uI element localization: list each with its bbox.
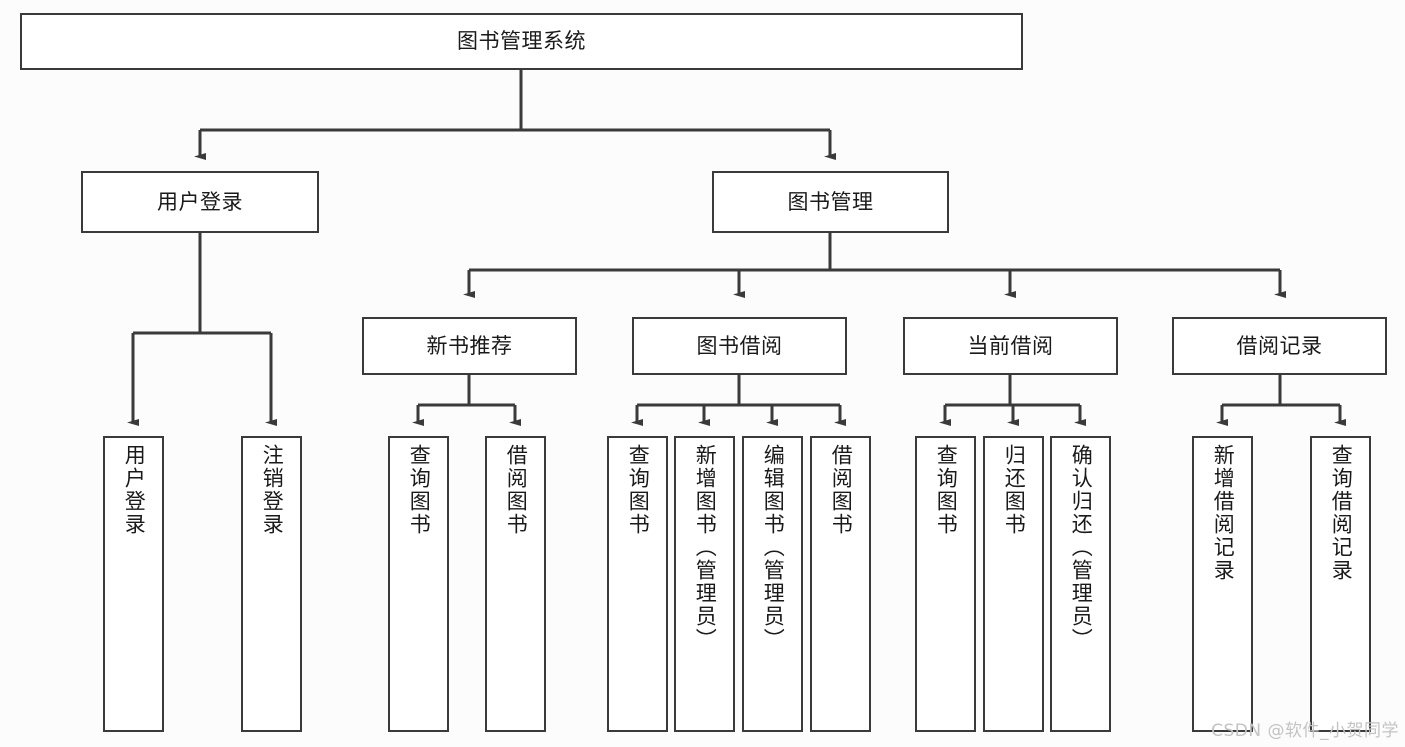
- leaf-borrow-query-book[interactable]: 查询图书: [607, 436, 668, 732]
- node-label: 借阅记录: [1236, 333, 1323, 358]
- node-book-borrow[interactable]: 图书借阅: [632, 317, 847, 375]
- node-current-borrow[interactable]: 当前借阅: [903, 317, 1118, 375]
- leaf-current-query-book[interactable]: 查询图书: [915, 436, 976, 732]
- leaf-current-confirm-return-admin[interactable]: 确认归还（管理员）: [1050, 436, 1111, 732]
- node-label: 图书管理系统: [457, 29, 586, 54]
- node-label: 借阅图书: [829, 444, 854, 536]
- leaf-user-login-login[interactable]: 用户登录: [103, 436, 164, 732]
- leaf-new-book-borrow[interactable]: 借阅图书: [485, 436, 546, 732]
- node-label: 查询借阅记录: [1329, 444, 1354, 582]
- node-label: 借阅图书: [504, 444, 529, 536]
- node-label: 确认归还（管理员）: [1069, 444, 1094, 651]
- node-label: 编辑图书（管理员）: [761, 444, 786, 651]
- node-new-book-recommend[interactable]: 新书推荐: [362, 317, 577, 375]
- node-label: 注销登录: [260, 444, 285, 536]
- node-book-management[interactable]: 图书管理: [712, 171, 949, 233]
- node-label: 新增借阅记录: [1211, 444, 1236, 582]
- node-root-system[interactable]: 图书管理系统: [20, 13, 1023, 70]
- node-label: 当前借阅: [967, 333, 1054, 358]
- node-label: 用户登录: [122, 444, 147, 536]
- leaf-borrow-borrow-book[interactable]: 借阅图书: [810, 436, 871, 732]
- leaf-borrow-add-book-admin[interactable]: 新增图书（管理员）: [674, 436, 735, 732]
- leaf-record-query-record[interactable]: 查询借阅记录: [1310, 436, 1371, 732]
- leaf-user-login-logout[interactable]: 注销登录: [241, 436, 302, 732]
- leaf-record-add-record[interactable]: 新增借阅记录: [1192, 436, 1253, 732]
- leaf-current-return-book[interactable]: 归还图书: [983, 436, 1044, 732]
- node-label: 图书管理: [787, 189, 874, 214]
- node-label: 图书借阅: [696, 333, 783, 358]
- node-borrow-record[interactable]: 借阅记录: [1172, 317, 1387, 375]
- node-label: 查询图书: [407, 444, 432, 536]
- node-label: 新书推荐: [426, 333, 513, 358]
- node-label: 用户登录: [157, 189, 243, 214]
- leaf-borrow-edit-book-admin[interactable]: 编辑图书（管理员）: [742, 436, 803, 732]
- node-label: 查询图书: [626, 444, 651, 536]
- node-label: 归还图书: [1002, 444, 1027, 536]
- node-label: 新增图书（管理员）: [693, 444, 718, 651]
- leaf-new-book-query[interactable]: 查询图书: [388, 436, 449, 732]
- node-user-login[interactable]: 用户登录: [81, 171, 319, 233]
- csdn-watermark: CSDN @软件_小贺同学: [1211, 721, 1399, 741]
- node-label: 查询图书: [934, 444, 959, 536]
